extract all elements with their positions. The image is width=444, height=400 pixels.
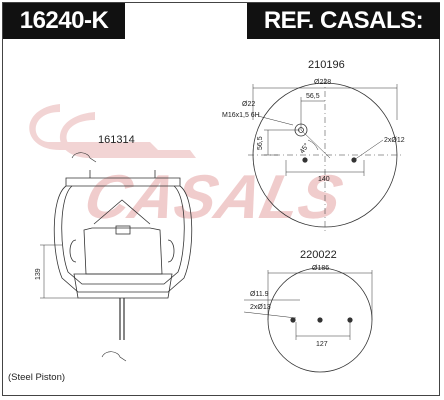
pin-diameter: Ø22: [242, 101, 255, 108]
top-plate-diameter: Ø228: [314, 79, 331, 86]
mounting-stud-left: [302, 157, 308, 163]
part-number-header: 16240-K: [3, 3, 125, 39]
top-plate-angle: 45°: [298, 142, 311, 155]
air-spring-side-view: [40, 152, 193, 362]
drawing-frame: [2, 2, 440, 396]
piston-base: [73, 273, 173, 299]
casals-watermark-logo: CASALS: [29, 104, 348, 232]
top-plate-code: 210196: [308, 59, 345, 71]
top-plate-drawing: [248, 78, 402, 232]
watermark-text: CASALS: [79, 163, 349, 232]
top-plate-holes: 2xØ12: [384, 137, 405, 144]
bottom-hole-spacing: 127: [316, 341, 328, 348]
pin-thread: M16x1,5 6H: [222, 112, 260, 119]
bottom-plate-diameter: Ø186: [312, 265, 329, 272]
piston-bracket: [93, 199, 151, 225]
bottom-hole-size: 2xØ13: [250, 304, 271, 311]
bottom-center-hole-size: Ø11.9: [250, 291, 269, 298]
steel-piston-note: (Steel Piston): [8, 372, 66, 383]
piston-body: [83, 227, 163, 275]
bellows-height: 139: [35, 268, 42, 280]
bottom-plate-code: 220022: [300, 249, 337, 261]
bellows-code: 161314: [98, 134, 135, 146]
bottom-center-hole: [317, 317, 323, 323]
top-plate-offset: 56,5: [306, 93, 320, 100]
bellows-outline: [53, 185, 193, 293]
reference-header: REF. CASALS: B2616: [247, 3, 440, 70]
air-fitting-pin: [294, 123, 308, 137]
bottom-hole-right: [347, 317, 353, 323]
bottom-hole-left: [290, 317, 296, 323]
top-plate-vertical-offset: 56,5: [257, 136, 264, 150]
top-plate-hole-spacing: 140: [318, 176, 330, 183]
bottom-plate-drawing: [243, 267, 373, 373]
